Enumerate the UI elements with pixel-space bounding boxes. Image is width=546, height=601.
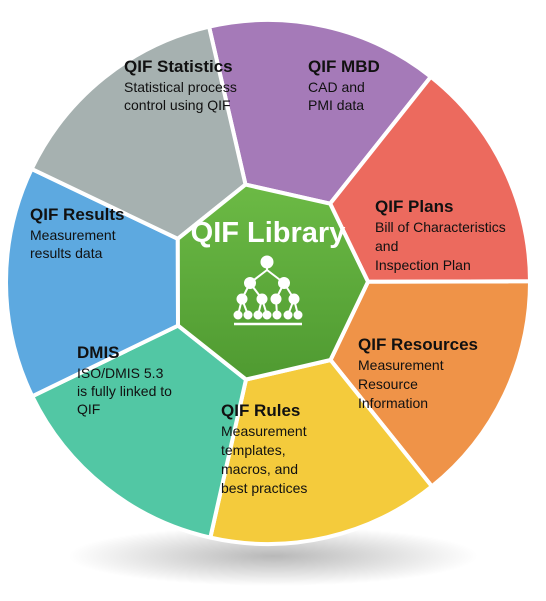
- segment-description-line: control using QIF: [124, 97, 231, 113]
- wedge-plans: [328, 279, 532, 489]
- segment-description-line: Measurement: [221, 423, 307, 439]
- wedge-statistics: [207, 18, 433, 206]
- segment-title: DMIS: [77, 343, 120, 362]
- segment-title: QIF Plans: [375, 197, 453, 216]
- segment-dmis: DMIS ISO/DMIS 5.3 is fully linked to QIF: [77, 343, 172, 417]
- segment-title: QIF Statistics: [124, 57, 233, 76]
- segment-qif-plans: QIF Plans Bill of Characteristics and In…: [375, 197, 506, 273]
- wedge-dmis: [4, 166, 181, 399]
- segment-description-line: Information: [358, 395, 428, 411]
- segment-description-line: PMI data: [308, 97, 364, 113]
- segment-description-line: is fully linked to: [77, 383, 172, 399]
- segment-description-line: CAD and: [308, 79, 365, 95]
- segment-qif-rules: QIF Rules Measurement templates, macros,…: [221, 401, 307, 496]
- segment-title: QIF Rules: [221, 401, 300, 420]
- hub-heptagon: [175, 182, 370, 382]
- wedge-mbd: [328, 74, 532, 284]
- hub-title: QIF Library: [191, 217, 346, 249]
- segment-description-line: best practices: [221, 480, 307, 496]
- segment-description-line: Inspection Plan: [375, 257, 471, 273]
- segment-wedges: [4, 18, 532, 546]
- segment-description-line: templates,: [221, 442, 286, 458]
- segment-qif-mbd: QIF MBD CAD and PMI data: [308, 57, 380, 113]
- segment-title: QIF MBD: [308, 57, 380, 76]
- wheel-shadow: [68, 526, 478, 586]
- segment-description-line: Bill of Characteristics: [375, 219, 506, 235]
- segment-description-line: results data: [30, 245, 103, 261]
- segment-qif-results: QIF Results Measurement results data: [30, 205, 124, 261]
- segment-description-line: Measurement: [358, 357, 444, 373]
- segment-description-line: and: [375, 238, 398, 254]
- hierarchy-tree-icon: [233, 255, 303, 326]
- segment-description-line: Statistical process: [124, 79, 237, 95]
- wedge-rules: [30, 323, 248, 540]
- segment-description-line: Measurement: [30, 227, 116, 243]
- segment-description-line: ISO/DMIS 5.3: [77, 365, 164, 381]
- wedge-resources: [208, 358, 434, 546]
- segment-title: QIF Resources: [358, 335, 478, 354]
- segment-qif-statistics: QIF Statistics Statistical process contr…: [124, 57, 237, 113]
- segment-description-line: QIF: [77, 401, 100, 417]
- segment-qif-resources: QIF Resources Measurement Resource Infor…: [358, 335, 478, 411]
- wedge-results: [29, 24, 248, 241]
- segment-title: QIF Results: [30, 205, 124, 224]
- segment-description-line: Resource: [358, 376, 418, 392]
- segment-description-line: macros, and: [221, 461, 298, 477]
